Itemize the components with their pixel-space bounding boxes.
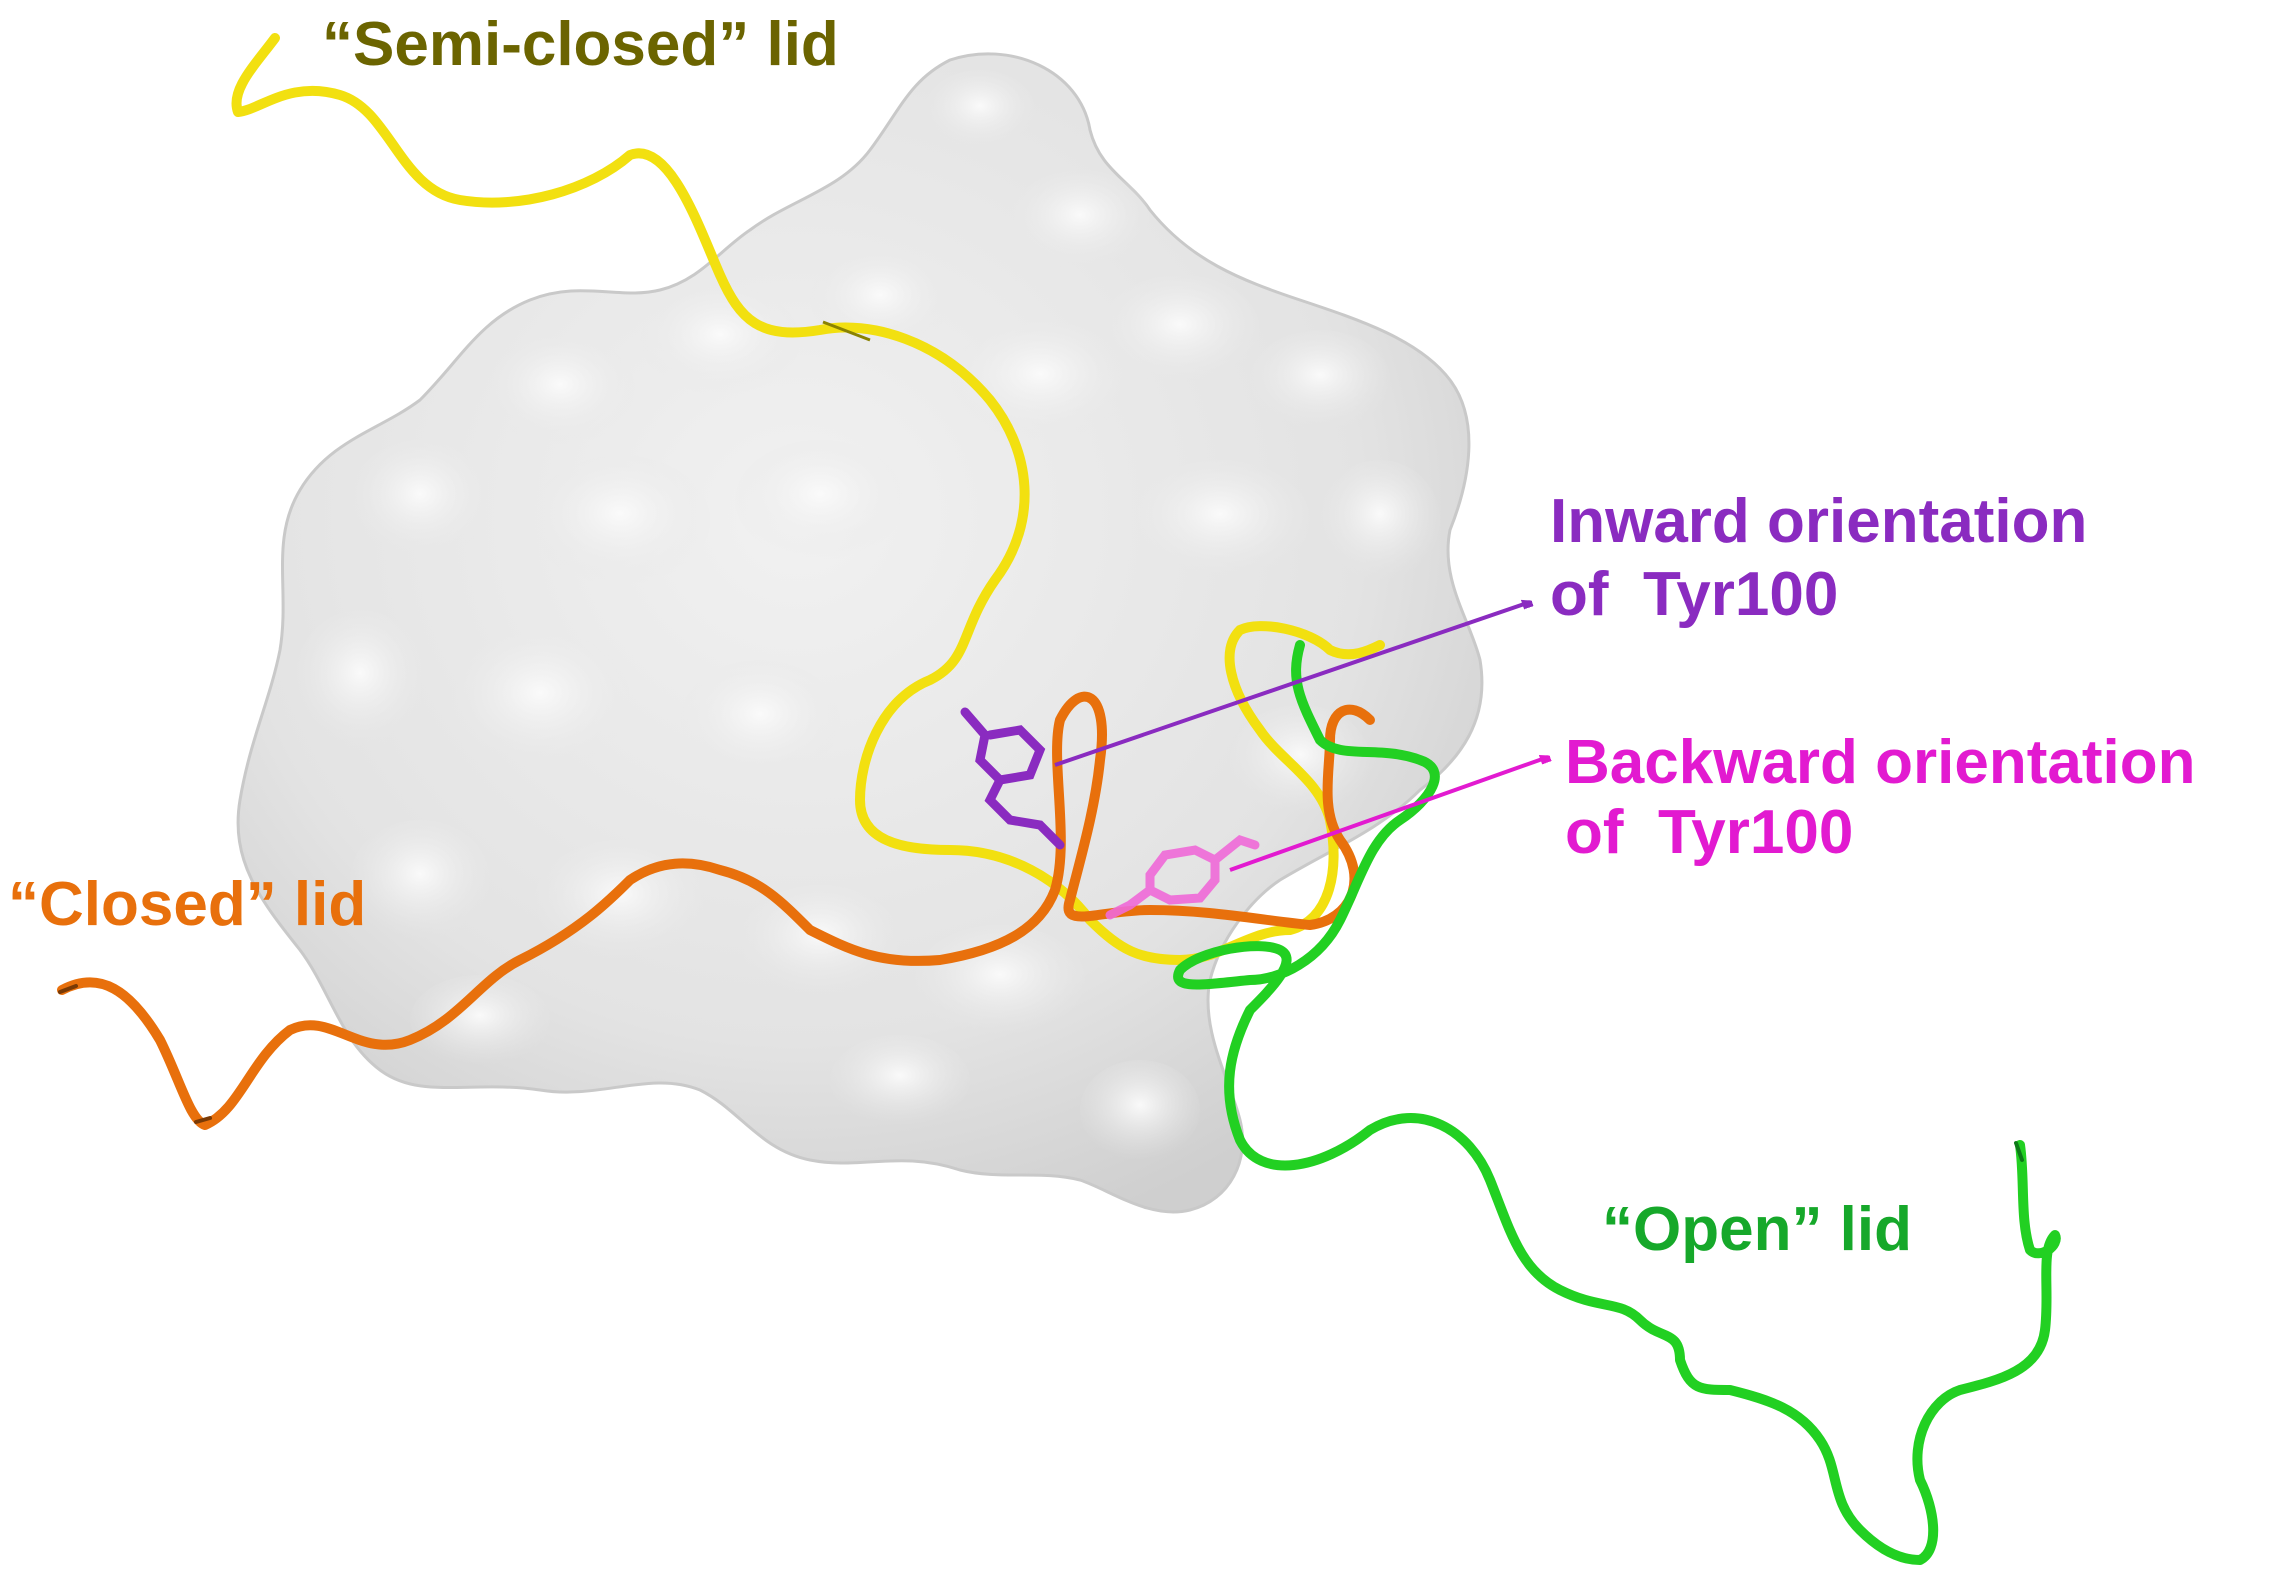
semi-closed-lid-ribbon: [231, 33, 1385, 965]
inward-orientation-label-line1: Inward orientation: [1550, 487, 2087, 556]
tyr100-inward-sticks: [960, 707, 1065, 850]
closed-lid-label: “Closed” lid: [8, 870, 366, 939]
inward-orientation-label-line2: of Tyr100: [1550, 560, 1838, 629]
semi-closed-lid-label: “Semi-closed” lid: [322, 10, 839, 79]
tyr100-backward-sticks: [1105, 834, 1260, 920]
backward-orientation-arrow: [1229, 757, 1548, 872]
inward-orientation-arrow: [1054, 602, 1530, 767]
open-lid-ribbon: [1173, 640, 2061, 1565]
backward-orientation-label-line2: of Tyr100: [1565, 798, 1853, 867]
protein-surface: [236, 52, 1484, 1214]
backward-orientation-label-line1: Backward orientation: [1565, 728, 2195, 797]
closed-lid-ribbon: [57, 691, 1375, 1130]
open-lid-label: “Open” lid: [1602, 1195, 1912, 1264]
